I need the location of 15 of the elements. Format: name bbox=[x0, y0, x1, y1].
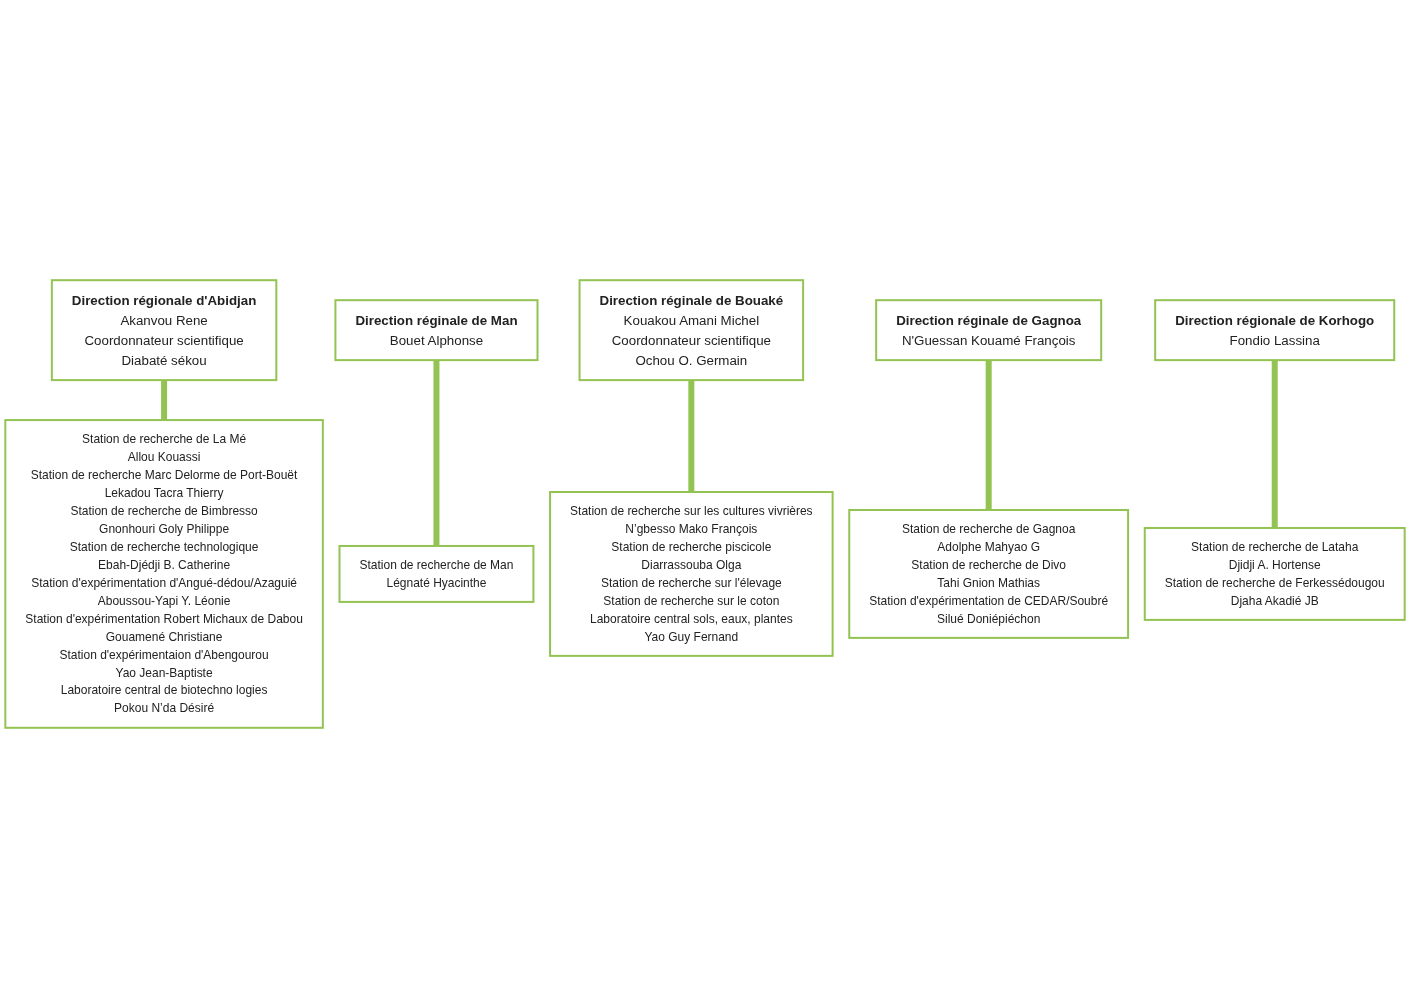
connector bbox=[161, 380, 168, 421]
connector bbox=[1271, 360, 1278, 528]
node-box: Direction réginale de Bouaké Kouakou Amani Michel Coordonnateur scientifique Ochou O. Germain bbox=[578, 279, 805, 382]
node-box: Station de recherche de Lataha Djidji A. Hortense Station de recherche de Ferkessédougou Djaha Akadié JB bbox=[1143, 527, 1406, 621]
node-box: Direction régionale d'Abidjan Akanvou Rene Coordonnateur scientifique Diabaté sékou bbox=[50, 279, 278, 382]
node-box: Direction réginale de Gagnoa N'Guessan Kouamé François bbox=[875, 299, 1103, 362]
node-box: Station de recherche sur les cultures vivrières N’gbesso Mako François Station de recherche piscicole Diarrassouba Olga Station de recherche sur l'élevage Station de recherche sur le coton Laboratoire central sols, eaux, plantes Yao Guy Fernand bbox=[549, 491, 834, 657]
node-box: Direction régionale de Korhogo Fondio Lassina bbox=[1154, 299, 1396, 362]
node-box: Station de recherche de Gagnoa Adolphe Mahyao G Station de recherche de Divo Tahi Gnion Mathias Station d'expérimentation de CEDAR/Soubré Silué Doniépiéchon bbox=[848, 509, 1130, 639]
connector bbox=[985, 360, 992, 510]
node-box: Station de recherche de La Mé Allou Kouassi Station de recherche Marc Delorme de Port-Bouët Lekadou Tacra Thierry Station de recherche de Bimbresso Gnonhouri Goly Philippe Station de recherche technologique Ebah-Djédji B. Catherine Station d'expérimentation d'Angué-dédou/Azaguié Aboussou-Yapi Y. Léonie Station d'expérimentation Robert Michaux de Dabou Gouamené Christiane Station d'expérimentaion d'Abengourou Yao Jean-Baptiste Laboratoire central de biotechno logies Pokou N’da Désiré bbox=[4, 419, 324, 729]
node-box: Direction réginale de Man Bouet Alphonse bbox=[334, 299, 539, 362]
node-box: Station de recherche de Man Légnaté Hyacinthe bbox=[338, 544, 535, 603]
connector bbox=[433, 360, 440, 546]
connector bbox=[688, 380, 695, 492]
